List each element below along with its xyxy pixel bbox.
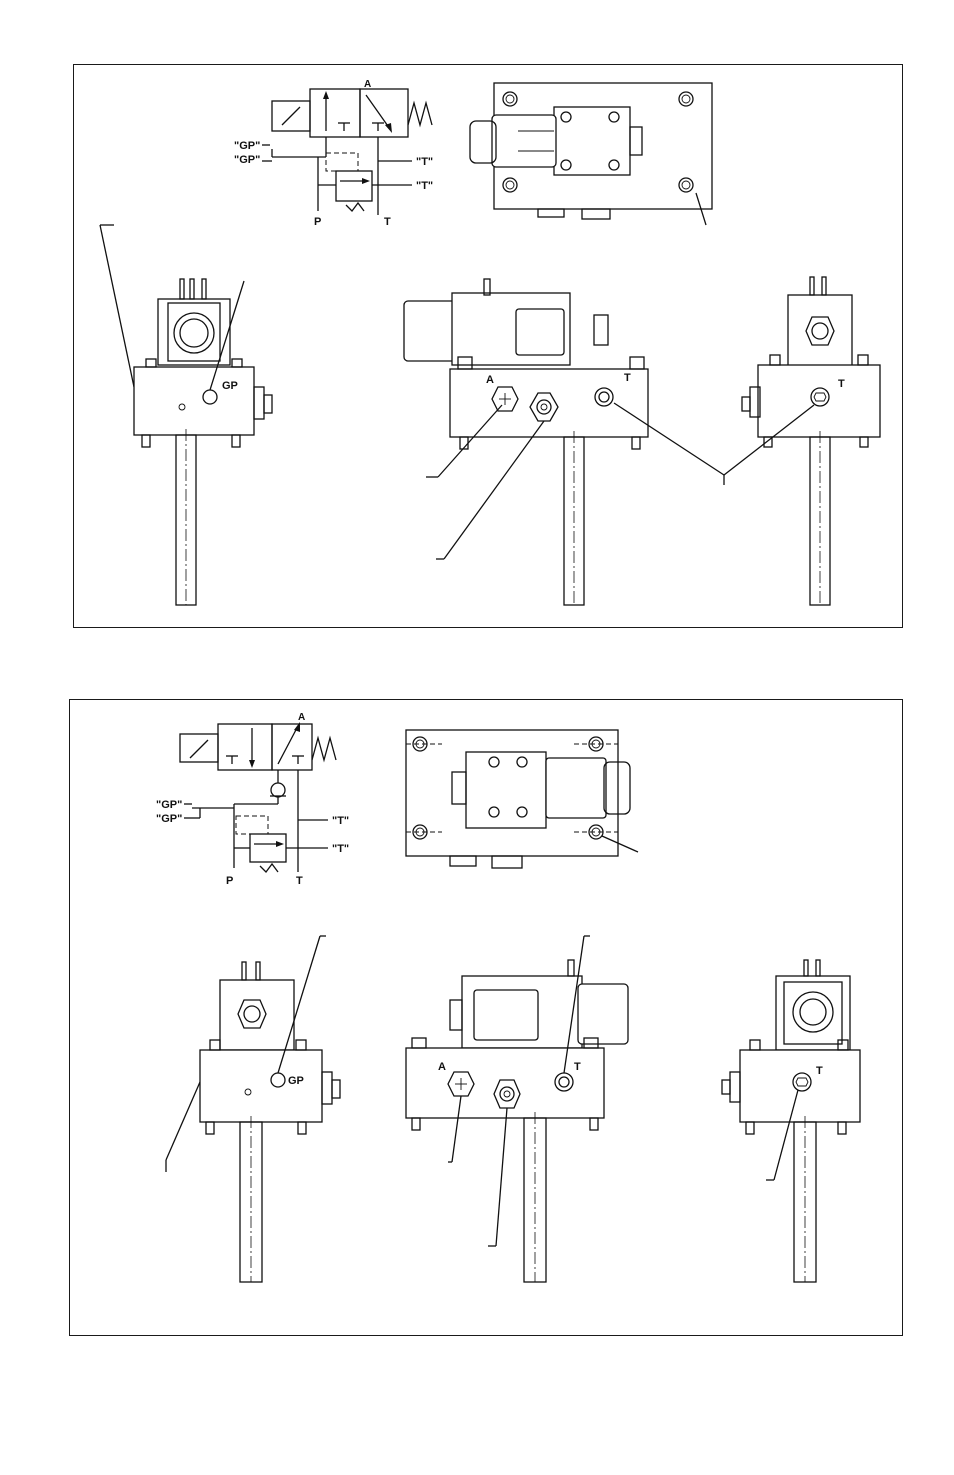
adjuster-top [451,771,467,805]
right-view-port-t: T [838,378,845,390]
manifold-block-front [405,1047,605,1119]
front-view-2: A T [405,935,629,1283]
solenoid-coil-right [775,975,851,1051]
schematic-port-a: A [364,79,371,90]
right-view-1: T [613,276,881,606]
solenoid-symbol [179,733,219,763]
hydraulic-schematic-1: A "GP" "GP" "T" "T" P T [234,79,433,228]
t-label-1: "T" [416,156,433,168]
right-view-port-t: T [816,1065,823,1077]
solenoid-coil-left [157,298,231,366]
front-view-port-t: T [574,1061,581,1073]
schematic-port-t: T [296,875,303,887]
adjuster-top [629,126,643,156]
panel-1-drawing: A "GP" "GP" "T" "T" P T [99,79,881,606]
front-view-port-a: A [486,374,494,386]
schematic-port-t: T [384,216,391,228]
drawing-panel-2: A "GP" "GP" "T" "T" P T [69,699,903,1336]
top-view-1 [469,82,713,226]
valve-body-front [461,975,583,1049]
left-view-2: GP [165,935,341,1283]
left-view-gp-label: GP [222,380,238,392]
solenoid-coil-left [219,979,295,1051]
solenoid-front [403,300,457,362]
t-label-2: "T" [416,180,433,192]
valve-body-top [465,751,547,829]
check-valve-symbol [270,782,286,798]
manifold-block-left [133,366,255,436]
schematic-port-a: A [298,712,305,723]
reducing-valve-symbol [249,833,287,863]
solenoid-right [787,294,853,368]
manifold-block-left [199,1049,323,1123]
valve-envelope-right [271,723,313,771]
valve-body-top [553,106,631,176]
t-label-2: "T" [332,843,349,855]
valve-envelope-right [359,88,409,138]
valve-envelope-left [309,88,361,138]
valve-body-front [451,292,571,366]
gp-label-1: "GP" [156,799,182,811]
gp-label-2: "GP" [234,154,260,166]
hydraulic-schematic-2: A "GP" "GP" "T" "T" P T [156,712,349,887]
gp-label-2: "GP" [156,813,182,825]
schematic-port-p: P [226,875,233,887]
front-view-port-t: T [624,372,631,384]
t-label-1: "T" [332,815,349,827]
gp-label-1: "GP" [234,140,260,152]
drawing-panel-1: A "GP" "GP" "T" "T" P T [73,64,903,628]
front-view-port-a: A [438,1061,446,1073]
reducing-valve-symbol [335,170,373,202]
left-view-gp-label: GP [288,1075,304,1087]
schematic-port-p: P [314,216,321,228]
solenoid-top [545,757,607,819]
solenoid-top [491,114,557,168]
valve-envelope-left [217,723,273,771]
left-view-1: GP [133,278,273,606]
right-view-2: T [721,959,861,1283]
panel-2-drawing: A "GP" "GP" "T" "T" P T [156,712,861,1283]
front-view-1: A T [403,278,649,606]
top-view-2 [405,729,639,869]
solenoid-front [577,983,629,1045]
